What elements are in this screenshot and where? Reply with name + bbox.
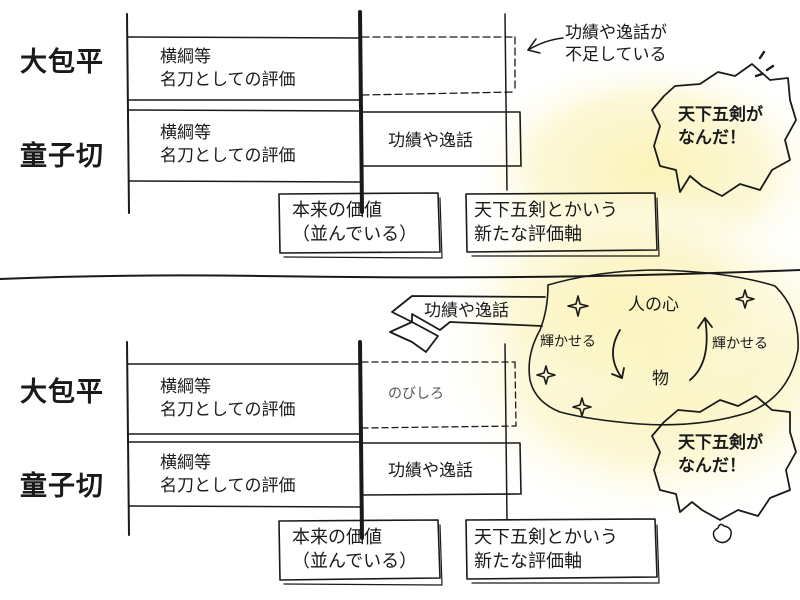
bottom-big-arrow [389, 295, 546, 353]
box-line: （並んでいる） [292, 551, 418, 572]
top-box-left-label: 本来の価値 （並んでいる） [292, 199, 417, 247]
cell-line: 名刀としての評価 [160, 70, 296, 90]
top-bubble [651, 50, 797, 197]
top-missing-note: 功績や逸話が 不足している [565, 22, 667, 66]
top-row-label-dojigiri: 童子切 [20, 141, 104, 172]
top-box-right-label: 天下五剣とかいう 新たな評価軸 [474, 199, 618, 247]
bottom-row2-cell1: 横綱等 名刀としての評価 [160, 452, 296, 498]
box-line: 天下五剣とかいう [474, 527, 618, 548]
bottom-row-label-daihokira: 大包平 [20, 377, 104, 408]
note-line: 不足している [565, 45, 667, 65]
cell-line: 横綱等 [160, 47, 211, 67]
top-row-label-daihokira: 大包平 [20, 47, 104, 78]
sparkles [536, 289, 755, 417]
top-row2-cell1: 横綱等 名刀としての評価 [160, 122, 296, 168]
cell-line: 名刀としての評価 [160, 476, 296, 496]
top-row1-cell1: 横綱等 名刀としての評価 [160, 46, 296, 92]
top-box-right [465, 192, 660, 257]
top-missing-arrow [527, 37, 564, 54]
bottom-arrow-label: 功績や逸話 [424, 301, 509, 321]
cell-line: 横綱等 [160, 123, 211, 143]
box-line: （並んでいる） [292, 224, 418, 245]
cell-line: 横綱等 [160, 453, 211, 473]
bottom-box-right-label: 天下五剣とかいう 新たな評価軸 [474, 526, 618, 574]
box-line: 新たな評価軸 [474, 224, 582, 245]
box-line: 天下五剣とかいう [474, 200, 618, 221]
bubble-line: 天下五剣が [678, 433, 763, 453]
box-line: 新たな評価軸 [474, 551, 582, 572]
bubble-line: なんだ！ [678, 128, 746, 148]
top-box-left [278, 192, 443, 259]
top-row2-cell2: 功績や逸話 [388, 131, 473, 151]
box-line: 本来の価値 [292, 200, 382, 221]
bottom-box-right [465, 518, 660, 584]
bottom-row-label-dojigiri: 童子切 [20, 471, 104, 502]
bottom-table [126, 340, 522, 540]
bottom-cloud [528, 269, 799, 426]
bubble-line: なんだ！ [678, 456, 746, 476]
cycle-label-left: 輝かせる [540, 334, 596, 350]
bottom-bubble [651, 395, 797, 544]
note-line: 功績や逸話が [565, 23, 667, 43]
cycle-node-heart: 人の心 [628, 295, 679, 315]
bottom-row2-cell2: 功績や逸話 [388, 461, 473, 481]
bottom-box-left [278, 519, 443, 586]
bottom-bubble-text: 天下五剣が なんだ！ [678, 432, 763, 478]
bottom-box-left-label: 本来の価値 （並んでいる） [292, 526, 417, 574]
cycle-label-right: 輝かせる [712, 336, 768, 352]
box-line: 本来の価値 [292, 527, 382, 548]
bottom-row1-cell1: 横綱等 名刀としての評価 [160, 376, 296, 422]
cycle-arrows [611, 317, 713, 381]
cell-line: 名刀としての評価 [160, 146, 296, 166]
cycle-node-object: 物 [652, 369, 669, 389]
cell-line: 名刀としての評価 [160, 400, 296, 420]
cell-line: 横綱等 [160, 377, 211, 397]
bottom-row1-cell2-growth: のびしろ [388, 386, 444, 402]
section-divider [0, 269, 800, 280]
bubble-line: 天下五剣が [678, 105, 763, 125]
top-bubble-text: 天下五剣が なんだ！ [678, 104, 763, 150]
top-table [126, 10, 522, 214]
